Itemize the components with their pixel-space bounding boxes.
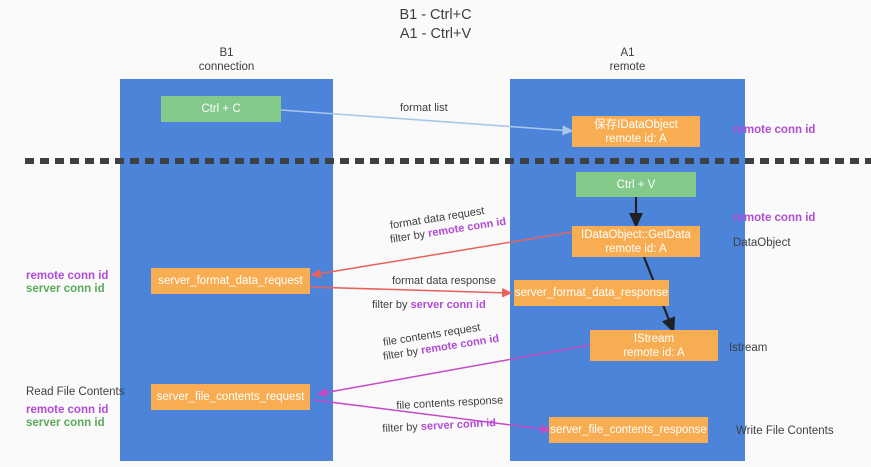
annotation-text: DataObject <box>733 237 791 249</box>
edge-label-format-data-response: format data response <box>392 274 496 288</box>
node-server-format-data-request[interactable]: server_format_data_request <box>151 268 310 294</box>
annotation-text: Istream <box>729 342 768 354</box>
node-server-file-contents-request-label: server_file_contents_request <box>156 391 305 403</box>
annotation-right-remote-conn-id-top: remote conn id <box>733 123 815 137</box>
edge-label-format-list-text: format list <box>400 102 448 114</box>
annotation-left-server-conn-id-mid: server conn id <box>26 282 105 296</box>
annotation-right-write-file-contents: Write File Contents <box>736 424 834 438</box>
node-idataobject-getdata[interactable]: IDataObject::GetData remote id: A <box>572 226 700 257</box>
edge-label-file-contents-response: file contents response <box>396 393 504 413</box>
node-istream-line2: remote id: A <box>623 346 685 359</box>
node-ctrl-c[interactable]: Ctrl + C <box>161 96 281 122</box>
column-header-a1-role: remote <box>609 61 646 73</box>
column-header-b1-role: connection <box>198 61 255 73</box>
node-server-file-contents-response[interactable]: server_file_contents_response <box>549 417 708 443</box>
node-istream-line1: IStream <box>633 332 675 345</box>
filter-prefix: filter by <box>382 420 422 435</box>
edge-label-format-data-response-text: format data response <box>392 275 496 287</box>
filter-key-server-conn-id: server conn id <box>410 299 486 311</box>
annotation-text: remote conn id <box>26 404 109 416</box>
node-save-idataobject-line1: 保存IDataObject <box>594 118 678 131</box>
filter-prefix: filter by <box>372 299 411 311</box>
edge-label-format-list: format list <box>400 101 448 115</box>
node-getdata-line2: remote id: A <box>605 242 667 255</box>
phase-divider <box>25 158 871 164</box>
node-save-idataobject[interactable]: 保存IDataObject remote id: A <box>572 116 700 147</box>
node-ctrl-v[interactable]: Ctrl + V <box>576 172 696 197</box>
node-server-file-contents-request[interactable]: server_file_contents_request <box>151 384 310 410</box>
node-ctrl-v-label: Ctrl + V <box>616 178 656 191</box>
node-server-format-data-response-label: server_format_data_response <box>514 287 669 299</box>
annotation-left-remote-conn-id-bottom: remote conn id <box>26 403 108 417</box>
column-header-a1: A1 remote <box>510 46 745 74</box>
annotation-text: remote conn id <box>733 212 816 224</box>
node-server-file-contents-response-label: server_file_contents_response <box>550 424 707 436</box>
annotation-right-dataobject: DataObject <box>733 236 791 250</box>
diagram-title: B1 - Ctrl+C A1 - Ctrl+V <box>0 6 871 44</box>
edge-label-file-contents-response-text: file contents response <box>396 394 504 412</box>
node-save-idataobject-line2: remote id: A <box>605 132 667 145</box>
title-line-1: B1 - Ctrl+C <box>399 7 472 23</box>
column-header-b1-name: B1 <box>219 47 234 59</box>
annotation-text: remote conn id <box>26 270 109 282</box>
node-server-format-data-response[interactable]: server_format_data_response <box>514 280 669 306</box>
column-header-b1: B1 connection <box>120 46 333 74</box>
node-istream[interactable]: IStream remote id: A <box>590 330 718 361</box>
edge-label-format-data-response-filter: filter by server conn id <box>372 298 486 312</box>
annotation-text: server conn id <box>26 283 105 295</box>
filter-key-server-conn-id: server conn id <box>420 417 497 433</box>
annotation-text: remote conn id <box>733 124 816 136</box>
node-getdata-line1: IDataObject::GetData <box>581 228 691 241</box>
annotation-left-server-conn-id-bottom: server conn id <box>26 416 105 430</box>
annotation-left-read-file-contents: Read File Contents <box>26 385 124 399</box>
annotation-text: Write File Contents <box>736 425 834 437</box>
node-server-format-data-request-label: server_format_data_request <box>158 275 303 287</box>
annotation-right-remote-conn-id-mid: remote conn id <box>733 211 815 225</box>
annotation-right-istream: Istream <box>729 341 767 355</box>
edge-label-file-contents-response-filter: filter by server conn id <box>382 416 496 436</box>
annotation-text: server conn id <box>26 417 105 429</box>
column-header-a1-name: A1 <box>620 47 635 59</box>
title-line-2: A1 - Ctrl+V <box>399 26 472 42</box>
annotation-text: Read File Contents <box>26 386 125 398</box>
annotation-left-remote-conn-id-mid: remote conn id <box>26 269 108 283</box>
node-ctrl-c-label: Ctrl + C <box>201 103 241 115</box>
